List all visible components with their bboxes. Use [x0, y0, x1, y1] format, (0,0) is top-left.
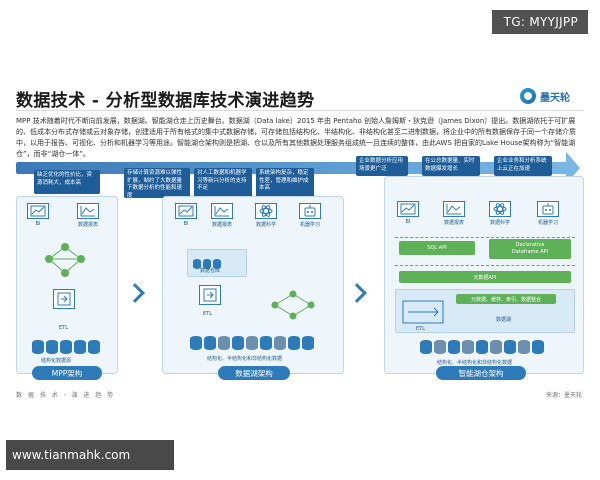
mpp-report-tile: 数据报表 [77, 203, 99, 228]
smart-ml-tile: 机器学习 [537, 201, 559, 226]
divider [16, 110, 584, 111]
mpp-caption: MPP架构 [32, 366, 102, 380]
pain-card-2: 存储计算资源难以弹性扩展，制约了大数据量下数据分析的性能和速度 [124, 168, 190, 199]
mpp-db-icons [31, 339, 101, 358]
mpp-cluster [39, 241, 91, 281]
smart-lake-box: 元数据、缓存、索引、数据整合 ETL 数据湖 [395, 289, 575, 333]
lake-report-label: 数据报表 [211, 222, 232, 228]
pain-card-4: 系统架构复杂，稳定性差，管理和维护成本高 [256, 168, 314, 198]
lake-science-tile: 数据科学 [255, 203, 277, 228]
lake-sources-label: 结构化、半结构化和非结构化数据 [207, 356, 283, 362]
export-icon [53, 289, 75, 309]
smart-bi-label: BI [405, 219, 411, 225]
next-arrow-2 [347, 283, 367, 303]
watermark-top: TG: MYYJJPP [491, 10, 588, 34]
smart-science-label: 数据科学 [489, 220, 510, 226]
lake-db-icons [189, 335, 315, 354]
watermark-bottom: www.tianmahk.com [6, 440, 174, 470]
pain-card-1: 缺乏优化的性价比，资源消耗大，成本高 [34, 170, 100, 194]
smart-science-tile: 数据科学 [489, 201, 511, 226]
brand-logo: 墨天轮 [520, 85, 570, 107]
smart-sources-label: 结构化、半结构化和非结构化数据 [437, 360, 513, 366]
smart-green-line-1 [395, 237, 575, 238]
trend-card-3: 企业业务和分析系统上云正在加速 [494, 156, 552, 176]
lake-bi-tile: BI [175, 203, 197, 227]
trend-card-2: 在公总数据量、实时数据爆发增长 [422, 156, 480, 176]
smart-bi-tile: BI [397, 201, 419, 225]
mpp-report-label: 数据报表 [77, 222, 98, 228]
lake-etl-label: ETL [203, 311, 212, 317]
source-text: 来源：墨天轮 [545, 392, 582, 399]
smart-sql-api: SQL API [399, 241, 475, 255]
bi-chart-icon [397, 201, 419, 217]
lake-warehouse-box: 数据仓库 [187, 249, 247, 277]
mpp-bi-tile: BI [27, 203, 49, 227]
lake-report-tile: 数据报表 [211, 203, 233, 228]
logo-name: 墨天轮 [540, 92, 570, 104]
page-title: 数据技术 - 分析型数据库技术演进趋势 [16, 91, 315, 111]
lake-cluster [263, 289, 323, 321]
bi-chart-icon [175, 203, 197, 219]
mpp-sources-label: 结构化数据源 [41, 358, 72, 364]
report-chart-icon [211, 203, 233, 219]
smart-caption: 智能湖仓架构 [436, 366, 526, 380]
mpp-bi-label: BI [35, 221, 41, 227]
report-chart-icon [77, 203, 99, 219]
smart-meta-api: 元数据API [399, 271, 571, 283]
lake-science-label: 数据科学 [255, 222, 276, 228]
lake-panel: BI 数据报表 数据科学 机器学习 数据仓库 ETL 结构化、半结 [162, 196, 344, 374]
smart-df-api: Declarative Dataframe API [489, 239, 571, 259]
mpp-etl-label: ETL [59, 325, 68, 331]
smart-etl-label: ETL [416, 326, 425, 332]
smart-green-line-2 [395, 265, 575, 266]
smart-db-icons [419, 339, 545, 358]
smart-panel: BI 数据报表 数据科学 机器学习 SQL API Declarative Da… [384, 176, 584, 374]
trend-card-1: 企业数据分析应用场景更广泛 [356, 156, 408, 176]
smart-report-label: 数据报表 [443, 220, 464, 226]
footer-text: 数 据 技 术 · 演 进 趋 势 [16, 392, 116, 399]
lake-ml-tile: 机器学习 [299, 203, 321, 228]
smart-etl-block [402, 300, 444, 324]
intro-paragraph: MPP 技术随着时代不断向前发展，数据湖、智能湖仓走上历史舞台。数据湖（Data… [16, 117, 576, 158]
smart-ml-label: 机器学习 [537, 220, 558, 226]
pain-card-3: 对人工数据和机器学习等新兴分析的支持不足 [194, 168, 252, 198]
lake-bi-label: BI [183, 221, 189, 227]
atom-icon [489, 201, 511, 217]
lake-caption: 数据湖架构 [218, 366, 290, 380]
lake-export-tile [199, 285, 221, 307]
smart-ops: 元数据、缓存、索引、数据整合 [456, 294, 556, 304]
lake-warehouse-label: 数据仓库 [200, 268, 221, 274]
smart-report-tile: 数据报表 [443, 201, 465, 226]
logo-icon [520, 88, 536, 104]
report-chart-icon [443, 201, 465, 217]
robot-icon [537, 201, 559, 217]
bi-chart-icon [27, 203, 49, 219]
export-icon [199, 285, 221, 305]
mpp-export-tile [53, 289, 75, 311]
atom-icon [255, 203, 277, 219]
next-arrow-1 [125, 283, 145, 303]
robot-icon [299, 203, 321, 219]
lake-ml-label: 机器学习 [299, 222, 320, 228]
smart-lake-label: 数据湖 [496, 317, 512, 323]
mpp-panel: BI 数据报表 ETL 结构化数据源 [16, 196, 118, 374]
